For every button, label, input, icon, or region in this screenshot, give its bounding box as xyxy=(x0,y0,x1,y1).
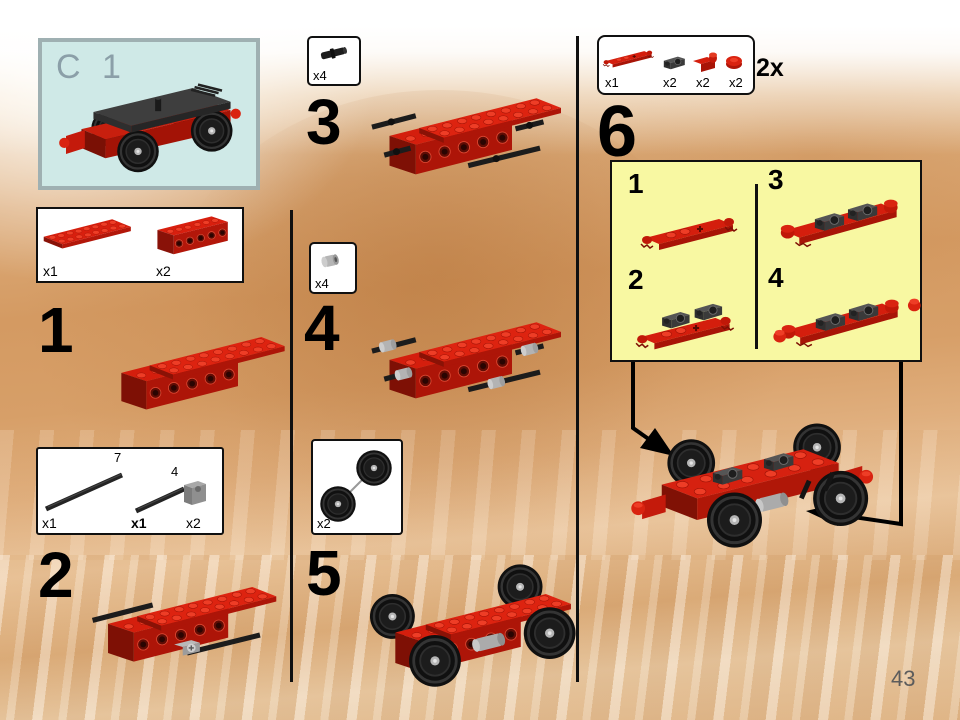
part-qty: x2 xyxy=(156,263,171,279)
substep-4-image xyxy=(773,298,921,362)
plate-2x8-part xyxy=(40,211,152,255)
part-qty: x2 xyxy=(186,515,201,531)
step-number-5: 5 xyxy=(306,537,342,609)
substep-number-4: 4 xyxy=(768,262,784,293)
step-number-1: 1 xyxy=(38,294,74,366)
step-3-image xyxy=(371,74,575,196)
step-number-3: 3 xyxy=(306,86,342,158)
black-pin-part xyxy=(320,47,347,60)
subassembly-divider xyxy=(755,184,758,349)
part-qty: x2 xyxy=(663,75,677,90)
parts-box-step3: x4 xyxy=(307,36,361,86)
step-2-image xyxy=(91,563,290,683)
step-number-2: 2 xyxy=(38,539,74,611)
gray-connector-part xyxy=(184,481,206,505)
part-qty: x2 xyxy=(729,75,743,90)
part-qty: x1 xyxy=(42,515,57,531)
substep-number-2: 2 xyxy=(628,264,644,295)
red-round-plate-part xyxy=(726,56,742,69)
part-qty: x4 xyxy=(315,276,329,291)
substep-number-1: 1 xyxy=(628,168,644,199)
dark-clip-part xyxy=(661,51,689,72)
parts-box-step6: x1 x2 x2 x2 xyxy=(597,35,755,95)
multiplier-label: 2x xyxy=(756,54,784,82)
step-number-6: 6 xyxy=(597,92,638,172)
step-1-image xyxy=(98,316,298,428)
preview-box: C 1 xyxy=(38,38,260,190)
preview-label: C 1 xyxy=(56,48,127,86)
substep-1-image xyxy=(636,204,748,260)
red-coupler-plate-part xyxy=(601,43,659,73)
page-number: 43 xyxy=(891,666,916,691)
divider-left-middle xyxy=(290,210,293,682)
part-qty: x1 xyxy=(605,75,619,90)
substep-3-image xyxy=(774,184,920,260)
parts-box-step5: x2 xyxy=(311,439,403,535)
preview-model-image xyxy=(59,83,241,174)
part-qty: x2 xyxy=(696,75,710,90)
technic-brick-1x6-part xyxy=(152,209,240,259)
axle-length-label: 4 xyxy=(171,464,179,479)
step-6-image xyxy=(631,422,874,550)
step-4-image xyxy=(371,296,575,422)
substep-number-3: 3 xyxy=(768,164,784,195)
red-hinge-part xyxy=(693,52,717,72)
substep-2-image xyxy=(635,303,735,351)
step-number-4: 4 xyxy=(304,292,340,364)
divider-middle-right xyxy=(576,36,579,682)
gray-bushing-part xyxy=(321,254,339,268)
axle-length-label: 7 xyxy=(114,450,122,465)
part-qty: x1 xyxy=(43,263,58,279)
subassembly-panel: 1 2 3 4 xyxy=(610,160,922,362)
parts-box-step2: 7 4 x1 x1 x2 xyxy=(36,447,224,535)
parts-box-step4: x4 xyxy=(309,242,357,294)
parts-box-step1: x1 x2 xyxy=(36,207,244,283)
part-qty: x1 xyxy=(131,515,147,531)
step-5-image xyxy=(368,563,577,689)
bushing-on-axle xyxy=(378,339,539,390)
part-qty: x4 xyxy=(313,68,327,83)
part-qty: x2 xyxy=(317,516,331,531)
wheelset-part xyxy=(319,449,393,523)
axle-parts-image xyxy=(44,472,206,514)
